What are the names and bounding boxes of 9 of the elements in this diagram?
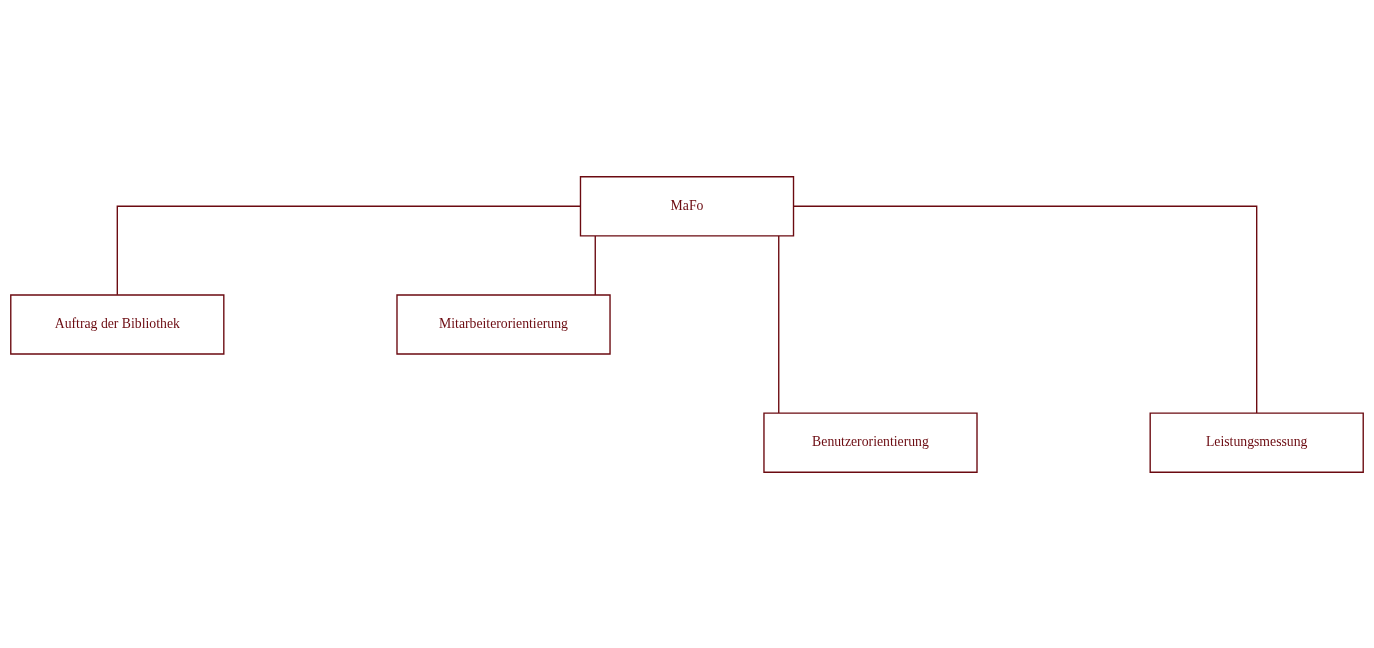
connector	[778, 234, 780, 414]
connector	[594, 234, 596, 296]
node-box: Benutzerorientierung	[763, 411, 978, 473]
node-box: MaFo	[579, 175, 795, 237]
node-box: Mitarbeiterorientierung	[396, 293, 611, 355]
node-box: Auftrag der Bibliothek	[10, 293, 225, 355]
connector	[116, 205, 581, 295]
connector	[793, 205, 1258, 414]
node-box: Leistungsmessung	[1149, 411, 1364, 473]
